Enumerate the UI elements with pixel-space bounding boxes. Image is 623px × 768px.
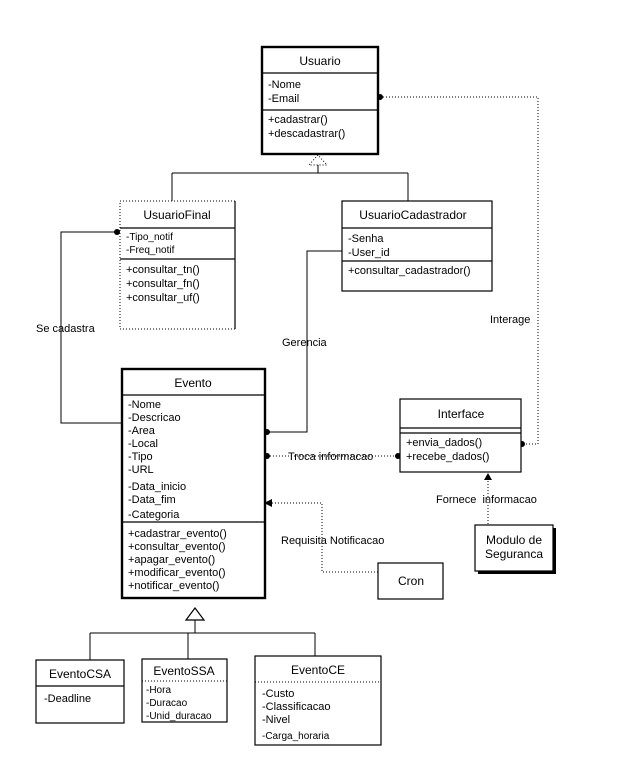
- attr-categoria: -Categoria: [128, 509, 180, 521]
- method-cadastrar: +cadastrar(): [268, 114, 328, 126]
- class-evento-name: Evento: [174, 376, 212, 390]
- class-evento-csa[interactable]: EventoCSA -Deadline: [35, 659, 125, 724]
- class-usuario[interactable]: Usuario -Nome -Email +cadastrar() +desca…: [260, 45, 380, 156]
- attr-email: -Email: [268, 93, 299, 105]
- component-cron[interactable]: Cron: [377, 562, 444, 600]
- label-se-cadastra: Se cadastra: [36, 323, 96, 335]
- attr-url: -URL: [128, 464, 154, 476]
- method-apagar-evento: +apagar_evento(): [128, 554, 215, 566]
- generalization-evento: [89, 607, 316, 660]
- attr-hora: -Hora: [146, 685, 171, 696]
- generalization-usuario: [171, 154, 409, 201]
- class-evento[interactable]: Evento -Nome -Descricao -Area -Local -Ti…: [120, 367, 267, 600]
- attr-carga-horaria: -Carga_horaria: [262, 731, 330, 742]
- label-interage: Interage: [490, 314, 530, 326]
- attr-data-inicio: -Data_inicio: [128, 481, 186, 493]
- label-fornece-informacao: Fornece informacao: [436, 494, 537, 506]
- class-evento-ssa[interactable]: EventoSSA -Hora -Duracao -Unid_duracao: [141, 658, 228, 723]
- class-interface[interactable]: Interface +envia_dados() +recebe_dados(): [399, 398, 522, 473]
- attr-user-id: -User_id: [348, 247, 390, 259]
- method-envia-dados: +envia_dados(): [406, 437, 482, 449]
- cron-label: Cron: [398, 574, 424, 588]
- attr-tipo: -Tipo: [128, 451, 153, 463]
- attr-evento-nome: -Nome: [128, 399, 161, 411]
- modulo-seguranca-line2: Seguranca: [485, 547, 543, 561]
- class-usuario-name: Usuario: [299, 54, 341, 68]
- attr-descricao: -Descricao: [128, 412, 181, 424]
- attr-nivel: -Nivel: [262, 714, 290, 726]
- attr-nome: -Nome: [268, 79, 301, 91]
- class-usuario-cadastrador-name: UsuarioCadastrador: [359, 208, 466, 222]
- attr-unid-duracao: -Unid_duracao: [146, 711, 212, 722]
- method-recebe-dados: +recebe_dados(): [406, 451, 489, 463]
- component-modulo-seguranca[interactable]: Modulo de Seguranca: [474, 524, 556, 574]
- class-usuario-final-name: UsuarioFinal: [143, 208, 210, 222]
- inheritance-triangle-evento: [184, 607, 206, 621]
- class-usuario-final[interactable]: UsuarioFinal -Tipo_notif -Freq_notif +co…: [119, 200, 236, 330]
- assoc-se-cadastra: [60, 229, 122, 424]
- class-interface-name: Interface: [438, 407, 485, 421]
- attr-local: -Local: [128, 438, 158, 450]
- attr-data-fim: -Data_fim: [128, 494, 176, 506]
- attr-freq-notif: -Freq_notif: [126, 245, 175, 256]
- attr-area: -Area: [128, 425, 156, 437]
- assoc-fornece-informacao: [484, 473, 492, 524]
- assoc-requisita-notificacao: [264, 499, 378, 573]
- method-consultar-evento: +consultar_evento(): [128, 541, 226, 553]
- attr-senha: -Senha: [348, 233, 384, 245]
- attr-deadline: -Deadline: [44, 693, 91, 705]
- method-descadastrar: +descadastrar(): [268, 128, 345, 140]
- attr-duracao: -Duracao: [146, 698, 188, 709]
- class-evento-csa-name: EventoCSA: [49, 667, 111, 681]
- label-gerencia: Gerencia: [282, 337, 328, 349]
- method-modificar-evento: +modificar_evento(): [128, 567, 226, 579]
- class-evento-ce[interactable]: EventoCE -Custo -Classificacao -Nivel -C…: [254, 655, 382, 746]
- method-cadastrar-evento: +cadastrar_evento(): [128, 528, 227, 540]
- method-consultar-cadastrador: +consultar_cadastrador(): [348, 265, 471, 277]
- inheritance-triangle-usuario: [307, 154, 329, 166]
- label-requisita-notificacao: Requisita Notificacao: [281, 535, 384, 547]
- class-evento-ssa-name: EventoSSA: [153, 664, 214, 678]
- label-troca-informacao: Troca informacao: [288, 451, 373, 463]
- method-consultar-uf: +consultar_uf(): [126, 292, 200, 304]
- attr-classificacao: -Classificacao: [262, 701, 330, 713]
- attr-custo: -Custo: [262, 688, 294, 700]
- modulo-seguranca-line1: Modulo de: [486, 533, 542, 547]
- method-notificar-evento: +notificar_evento(): [128, 580, 219, 592]
- method-consultar-tn: +consultar_tn(): [126, 264, 200, 276]
- class-evento-ce-name: EventoCE: [291, 663, 345, 677]
- method-consultar-fn: +consultar_fn(): [126, 278, 200, 290]
- class-usuario-cadastrador[interactable]: UsuarioCadastrador -Senha -User_id +cons…: [341, 200, 493, 292]
- attr-tipo-notif: -Tipo_notif: [126, 232, 173, 243]
